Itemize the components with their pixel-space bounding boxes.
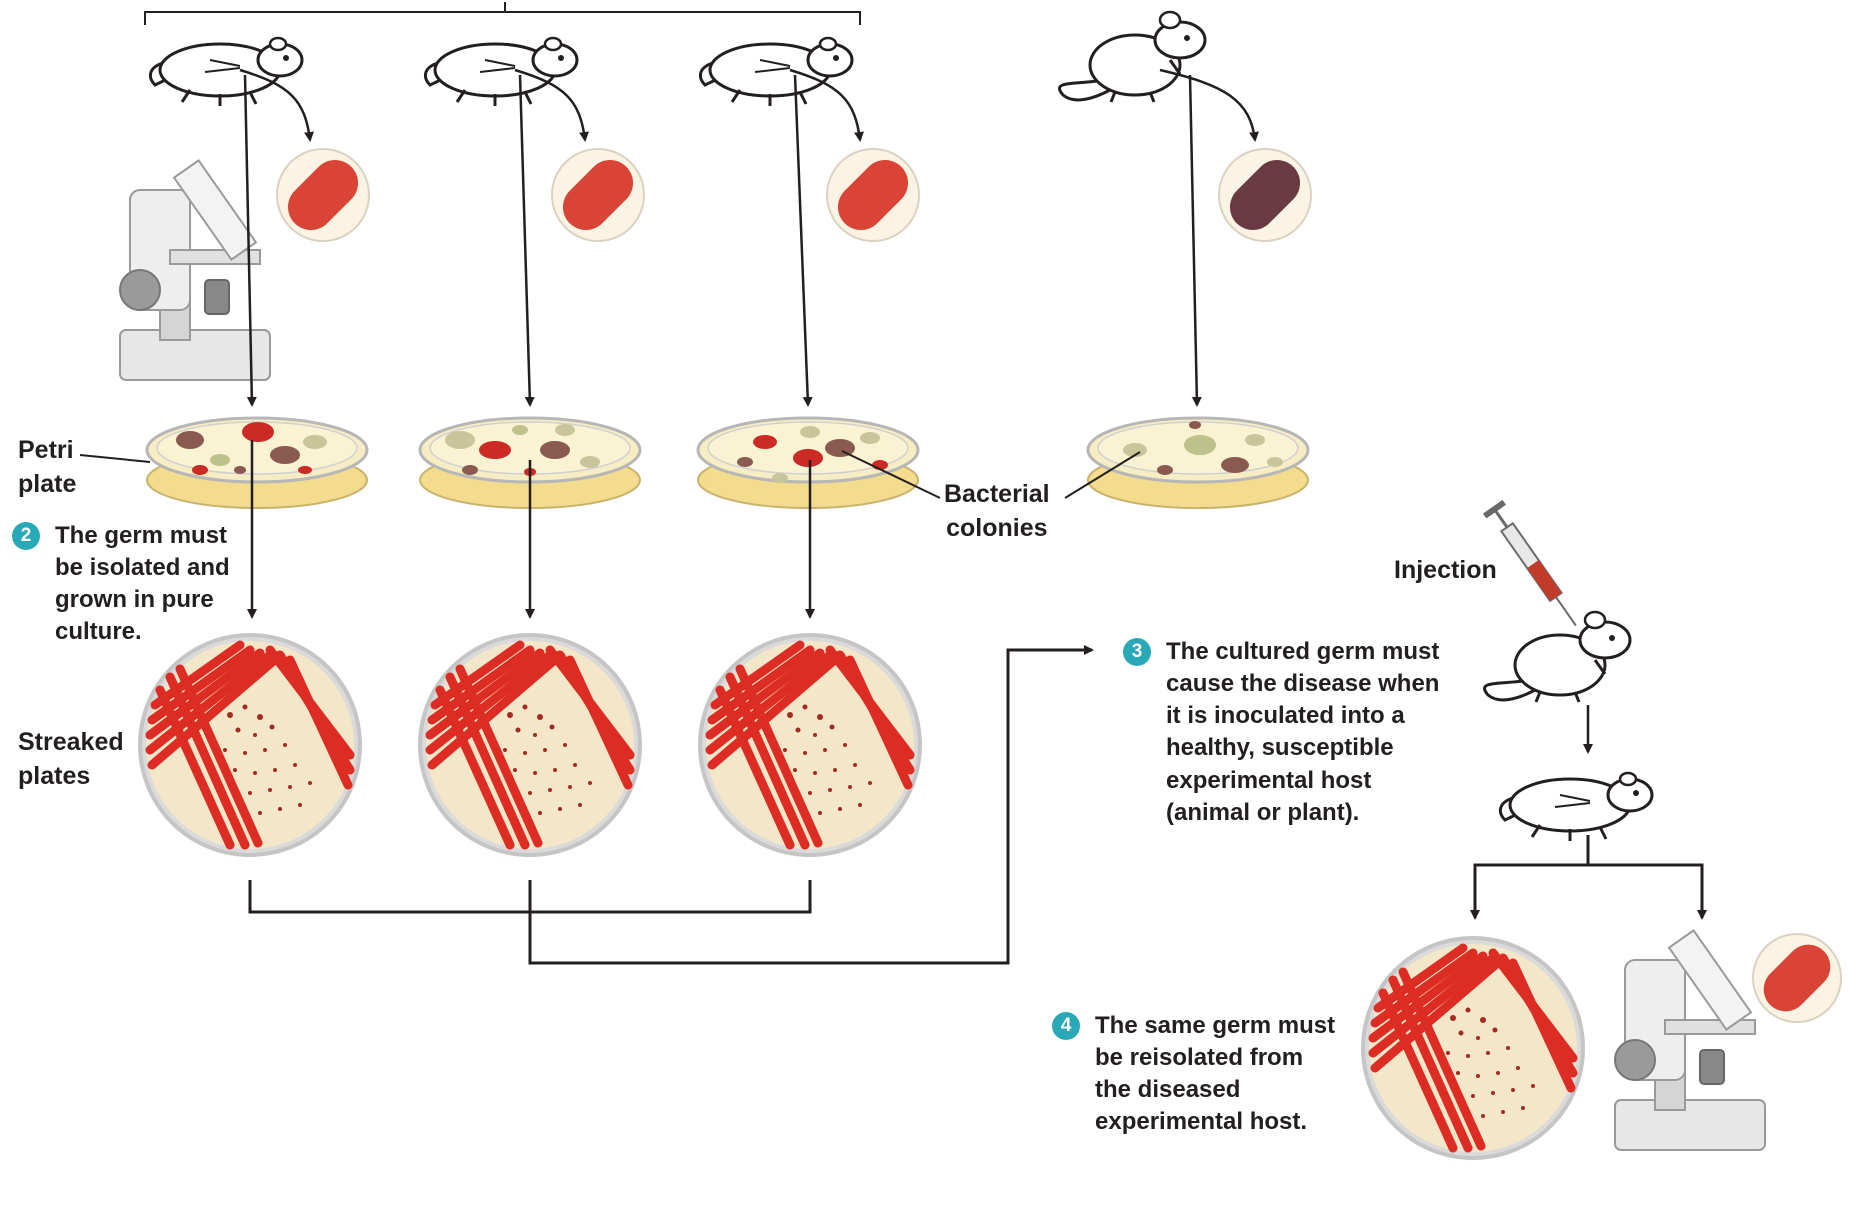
streaked-plate-icon — [700, 635, 920, 855]
petri-plate-label: Petri plate — [18, 434, 76, 501]
step-3-text: The cultured germ must cause the disease… — [1166, 636, 1496, 829]
streaked-plate-icon — [420, 635, 640, 855]
bacterium-icon — [552, 149, 644, 241]
step-4-badge: 4 — [1052, 1012, 1080, 1040]
diseased-mouse-icon — [1500, 773, 1652, 841]
syringe-icon — [1483, 500, 1586, 633]
bacterial-colonies-label: Bacterial colonies — [944, 478, 1050, 545]
diseased-mouse-icon — [700, 38, 852, 106]
step-3-badge: 3 — [1123, 638, 1151, 666]
bacterium-icon — [277, 149, 369, 241]
diseased-mouse-icon — [425, 38, 577, 106]
healthy-mouse-icon — [1484, 612, 1630, 702]
diseased-group-bracket — [145, 2, 860, 25]
injection-label: Injection — [1394, 554, 1497, 588]
step-4-text: The same germ must be reisolated from th… — [1095, 1010, 1385, 1139]
diseased-mouse-icon — [150, 38, 302, 106]
streaked-plates-label: Streaked plates — [18, 726, 124, 793]
mouse-to-plate-arrows — [245, 75, 1197, 405]
bacterium-icon — [1753, 934, 1841, 1022]
healthy-mouse-icon — [1059, 12, 1205, 102]
microscope-icon — [1615, 930, 1765, 1150]
pooling-connector — [250, 650, 1092, 963]
reisolation-branch — [1475, 835, 1702, 912]
step-2-text: The germ must be isolated and grown in p… — [55, 520, 295, 649]
step-2-badge: 2 — [12, 522, 40, 550]
bacterium-icon — [827, 149, 919, 241]
streaked-plate-icon — [140, 635, 360, 855]
streaked-plate-icon — [1363, 938, 1583, 1158]
bacterium-icon — [1219, 149, 1311, 241]
